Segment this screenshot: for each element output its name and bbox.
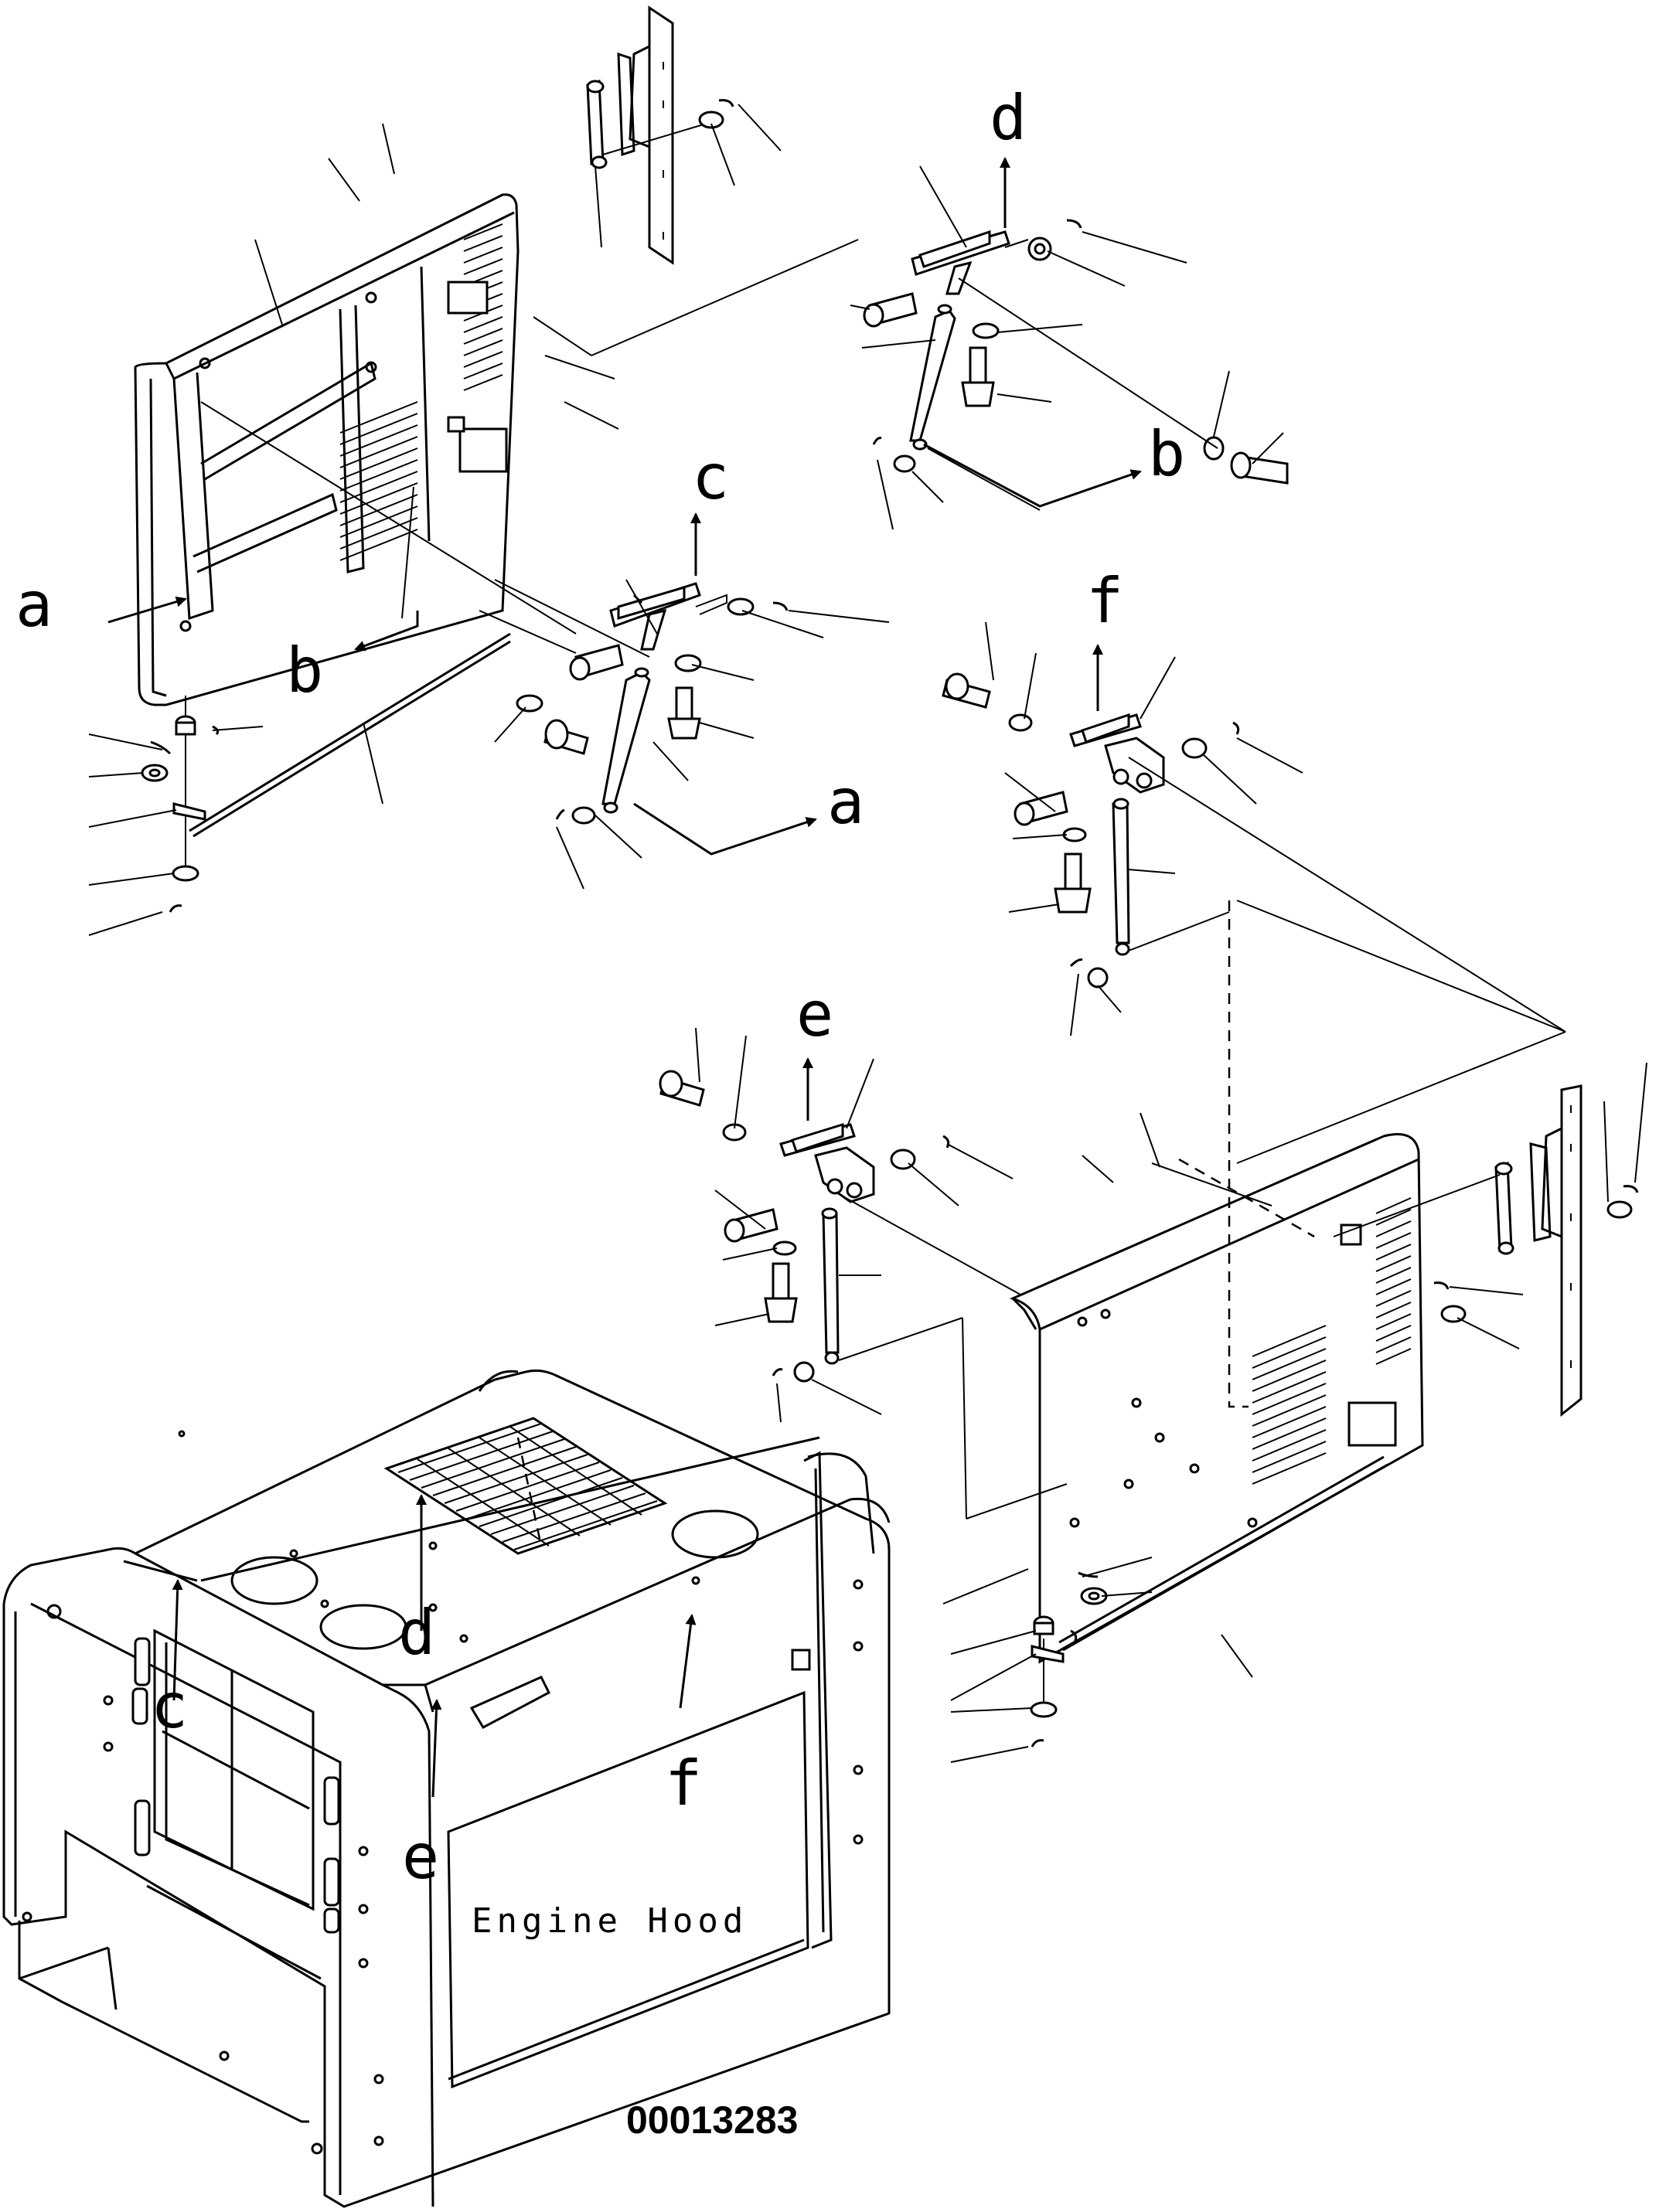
callout-e-top: e <box>796 978 833 1050</box>
callout-f-top: f <box>1086 565 1123 637</box>
right-door-leader-lines <box>942 1112 1272 1763</box>
reference-arrows <box>107 157 1142 1798</box>
hinge-d-assembly <box>863 219 1289 485</box>
drawing-number: 00013283 <box>626 2098 798 2142</box>
callout-d-hood: d <box>398 1597 435 1669</box>
hinge-c-leaders <box>200 401 890 890</box>
hinge-f-assembly <box>942 672 1240 989</box>
hinge-e-assembly <box>659 1070 950 1383</box>
callout-c-top: c <box>692 441 729 513</box>
hinge-c-assembly <box>516 582 789 825</box>
engine-hood <box>2 1369 891 2208</box>
callout-b-left: b <box>286 635 323 706</box>
hinge-f-leaders <box>985 621 1566 1036</box>
left-side-door <box>134 193 520 913</box>
right-latch-bracket <box>1236 900 1647 1417</box>
left-door-leader-lines <box>88 123 619 936</box>
top-latch-bracket <box>586 5 782 265</box>
callout-d-top: d <box>990 82 1027 154</box>
callout-c-hood: c <box>151 1670 188 1742</box>
hinge-d-leaders <box>533 165 1284 530</box>
hinge-e-leaders <box>695 1027 1068 1519</box>
callout-a-left: a <box>15 569 53 641</box>
engine-hood-caption: Engine Hood <box>472 1901 748 1941</box>
hood-side-edge <box>807 1452 875 1554</box>
callout-f-hood: f <box>665 1747 702 1819</box>
callout-a-right: a <box>827 766 864 838</box>
callout-b-right: b <box>1148 418 1185 490</box>
right-side-door <box>1009 900 1424 1747</box>
callout-e-hood: e <box>402 1821 439 1893</box>
